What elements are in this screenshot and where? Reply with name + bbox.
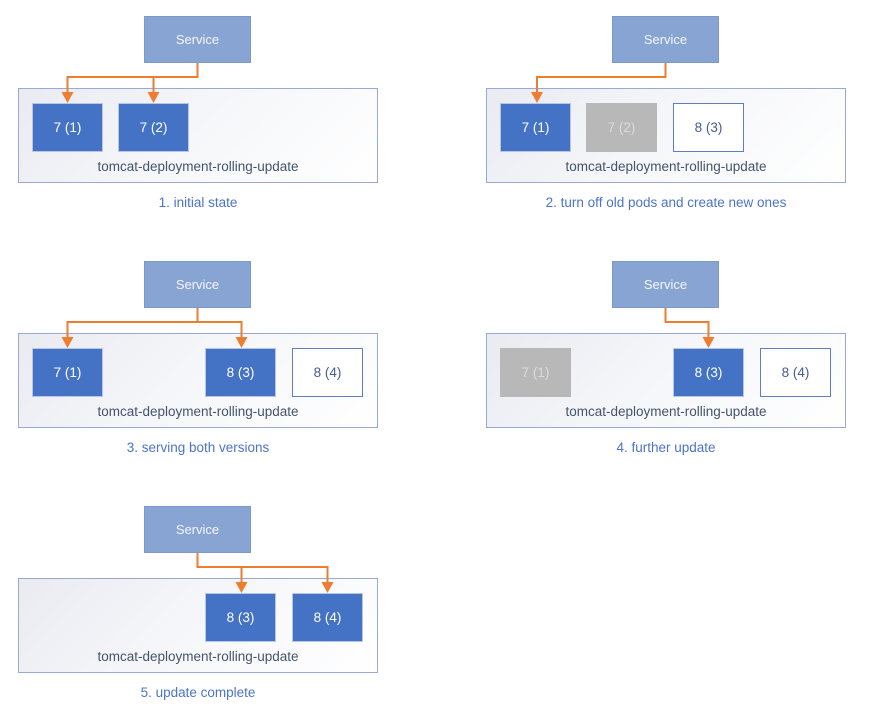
panel-turn-off-old-pods: 7 (1) 7 (2) 8 (3) Service tomcat-deploym…	[468, 16, 864, 231]
deployment-name-label: tomcat-deployment-rolling-update	[565, 159, 767, 174]
panel-serving-both-versions: 7 (1) 8 (3) 8 (4) Service tomcat-deploym…	[0, 261, 396, 476]
pod-7-2: 7 (2)	[118, 103, 189, 152]
service-box: Service	[144, 261, 251, 308]
deployment-name-label: tomcat-deployment-rolling-update	[97, 649, 299, 664]
pod-8-3: 8 (3)	[205, 348, 276, 397]
pod-8-3: 8 (3)	[205, 593, 276, 642]
pod-8-4: 8 (4)	[292, 593, 363, 642]
pod-7-1: 7 (1)	[32, 348, 103, 397]
pod-7-1: 7 (1)	[32, 103, 103, 152]
pod-8-3: 8 (3)	[673, 348, 744, 397]
panel-caption: 5. update complete	[140, 685, 256, 700]
pod-8-4: 8 (4)	[760, 348, 831, 397]
panel-caption: 1. initial state	[158, 195, 238, 210]
deployment-name-label: tomcat-deployment-rolling-update	[97, 159, 299, 174]
pod-7-2: 7 (2)	[586, 103, 657, 152]
deployment-name-label: tomcat-deployment-rolling-update	[565, 404, 767, 419]
service-box: Service	[612, 16, 719, 63]
pod-8-3: 8 (3)	[673, 103, 744, 152]
pod-7-1: 7 (1)	[500, 103, 571, 152]
panel-update-complete: 8 (3) 8 (4) Service tomcat-deployment-ro…	[0, 506, 396, 718]
panel-initial-state: 7 (1) 7 (2) Service tomcat-deployment-ro…	[0, 16, 396, 231]
panel-caption: 2. turn off old pods and create new ones	[545, 195, 787, 210]
pod-8-4: 8 (4)	[292, 348, 363, 397]
service-box: Service	[612, 261, 719, 308]
service-box: Service	[144, 506, 251, 553]
pod-7-1: 7 (1)	[500, 348, 571, 397]
panel-caption: 3. serving both versions	[126, 440, 270, 455]
service-box: Service	[144, 16, 251, 63]
panel-caption: 4. further update	[616, 440, 716, 455]
panel-further-update: 7 (1) 8 (3) 8 (4) Service tomcat-deploym…	[468, 261, 864, 476]
deployment-name-label: tomcat-deployment-rolling-update	[97, 404, 299, 419]
